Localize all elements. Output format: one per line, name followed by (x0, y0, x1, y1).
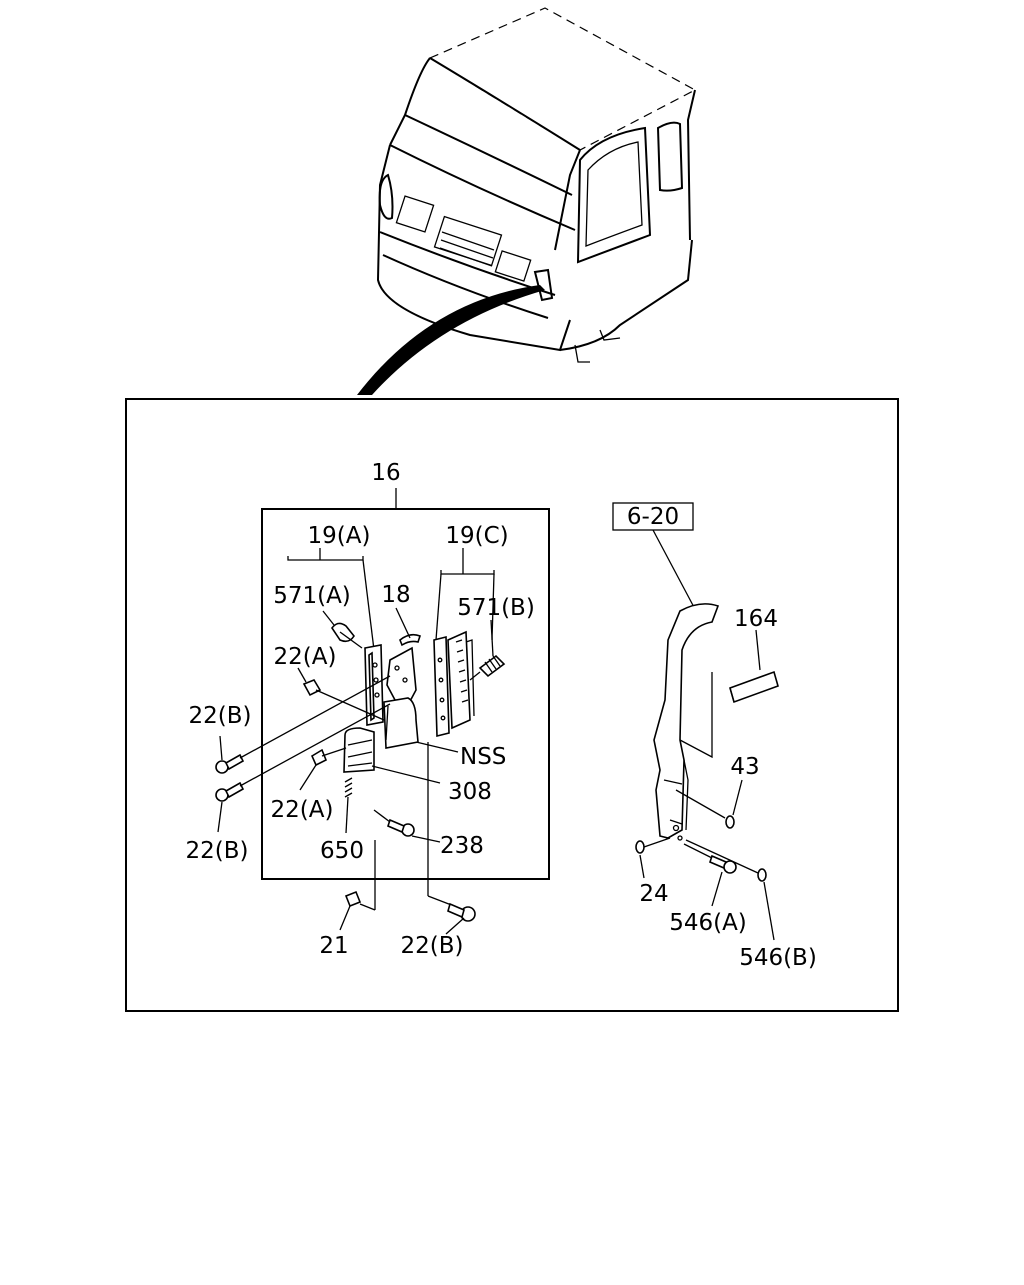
callout-22a-top: 22(A) (274, 644, 337, 670)
callout-19a: 19(A) (308, 523, 371, 549)
callout-546a: 546(A) (669, 910, 747, 936)
screw-22b-top (215, 675, 391, 774)
truck-cab-illustration (376, 7, 697, 363)
reference-6-20[interactable]: 6-20 (627, 504, 679, 530)
callout-546b: 546(B) (739, 945, 817, 971)
kit-16-group (261, 488, 550, 911)
callout-22b-top: 22(B) (189, 703, 252, 729)
screw-22b-mid (215, 703, 391, 833)
view-leader-arrow (357, 285, 545, 395)
callout-22b-mid: 22(B) (186, 838, 249, 864)
callout-22a-low: 22(A) (271, 797, 334, 823)
callout-238: 238 (440, 833, 484, 859)
clip-21 (339, 890, 362, 931)
callout-nss: NSS (460, 744, 506, 770)
callout-164: 164 (734, 606, 778, 632)
callout-22b-bottom: 22(B) (401, 933, 464, 959)
detail-frame (125, 398, 899, 1012)
callout-43: 43 (730, 754, 759, 780)
callout-308: 308 (448, 779, 492, 805)
screw-22b-bottom (445, 902, 476, 935)
callout-16: 16 (371, 460, 400, 486)
callout-571b: 571(B) (457, 595, 535, 621)
callout-19c: 19(C) (445, 523, 508, 549)
callout-21: 21 (319, 933, 348, 959)
callout-18: 18 (381, 582, 410, 608)
pillar-6-20-group (612, 502, 779, 941)
callout-650: 650 (320, 838, 364, 864)
callout-24: 24 (639, 881, 668, 907)
callout-571a: 571(A) (273, 583, 351, 609)
